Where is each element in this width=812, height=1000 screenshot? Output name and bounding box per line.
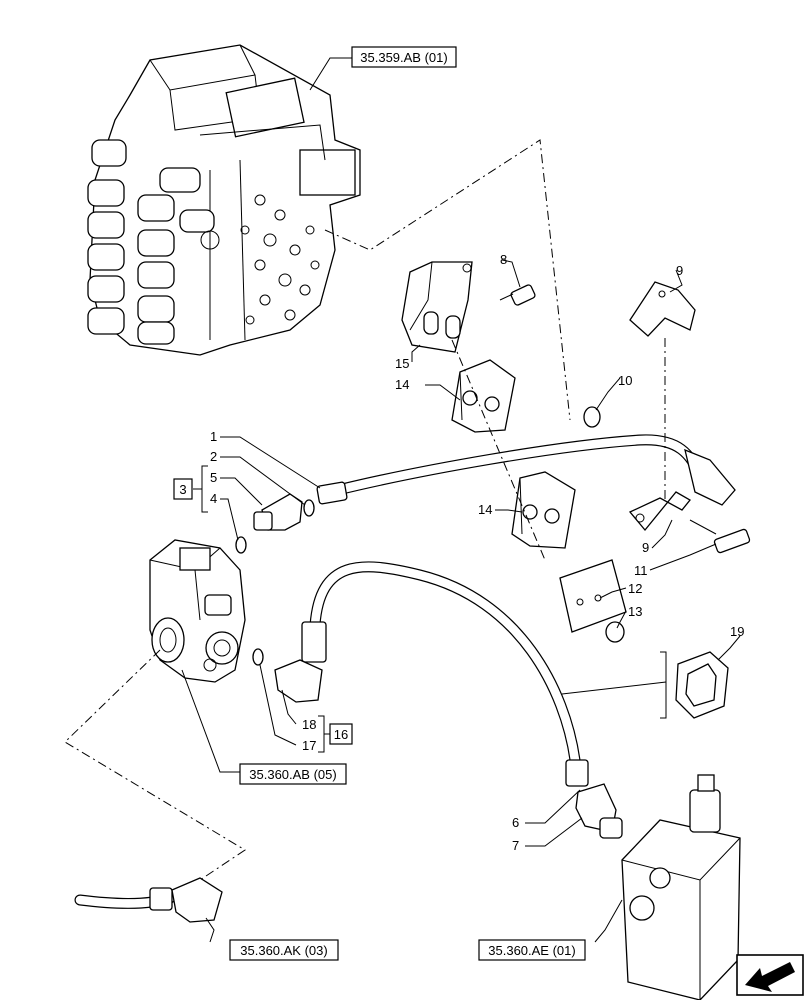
plate-12 [559, 559, 627, 633]
clamp-14-upper [451, 359, 516, 433]
connection-lines [64, 139, 666, 881]
elbow-fitting-18 [274, 659, 323, 703]
callout-19: 19 [730, 624, 744, 639]
callout-7: 7 [512, 838, 519, 853]
ref-label: 35.360.AK (03) [240, 943, 327, 958]
hose-6 [301, 561, 589, 787]
group-bracket-3 [193, 465, 208, 513]
next-page-button[interactable] [736, 954, 804, 996]
clamp-half-9-lower [628, 491, 691, 532]
o-ring-10 [583, 406, 601, 428]
callout-5: 5 [210, 470, 217, 485]
bolt-11 [689, 519, 751, 554]
callout-10: 10 [618, 373, 632, 388]
ref-box-35-360-ae[interactable]: 35.360.AE (01) [478, 939, 586, 961]
callout-13: 13 [628, 604, 642, 619]
clamp-half-9-upper [629, 281, 696, 337]
main-control-valve [87, 44, 361, 356]
seal-19 [675, 651, 729, 719]
group-bracket-16 [318, 715, 330, 753]
bolt-8 [499, 284, 536, 306]
callout-9-lower: 9 [642, 540, 649, 555]
ref-box-35-359-ab[interactable]: 35.359.AB (01) [351, 46, 457, 68]
callout-6: 6 [512, 815, 519, 830]
ref-label: 35.360.AE (01) [488, 943, 575, 958]
callout-18: 18 [302, 717, 316, 732]
elbow-fitting-5 [253, 493, 303, 531]
o-ring-17 [252, 648, 264, 666]
auxiliary-valve [149, 539, 246, 683]
group-box-3: 3 [173, 478, 193, 500]
callout-1: 1 [210, 429, 217, 444]
o-ring-2 [303, 499, 315, 517]
callout-14-lower: 14 [478, 502, 492, 517]
elbow-fitting-7 [575, 783, 623, 839]
callout-9-upper: 9 [676, 263, 683, 278]
ref-box-35-360-ak[interactable]: 35.360.AK (03) [229, 939, 339, 961]
leader-lines [181, 57, 741, 943]
ref-label: 35.359.AB (01) [360, 50, 447, 65]
callout-15: 15 [395, 356, 409, 371]
ref-label: 35.360.AB (05) [249, 767, 336, 782]
callout-14-upper: 14 [395, 377, 409, 392]
group-label: 3 [179, 482, 186, 497]
callout-2: 2 [210, 449, 217, 464]
ref-box-35-360-ab[interactable]: 35.360.AB (05) [239, 763, 347, 785]
callout-4: 4 [210, 491, 217, 506]
relief-valve-block [621, 774, 741, 1000]
callout-labels: 1 2 5 4 8 9 10 15 14 14 9 11 12 13 19 18… [210, 252, 744, 853]
o-ring-4 [235, 536, 247, 554]
callout-12: 12 [628, 581, 642, 596]
nut-13 [605, 621, 625, 643]
callout-17: 17 [302, 738, 316, 753]
hose-1 [316, 434, 736, 506]
bracket-15 [401, 261, 473, 353]
callout-11: 11 [634, 563, 648, 578]
group-box-16: 16 [329, 723, 353, 745]
callout-8: 8 [500, 252, 507, 267]
next-page-arrow-icon [745, 962, 795, 992]
clamp-14-lower [511, 471, 576, 549]
hose-bottom-left [74, 877, 223, 923]
group-label: 16 [334, 727, 348, 742]
